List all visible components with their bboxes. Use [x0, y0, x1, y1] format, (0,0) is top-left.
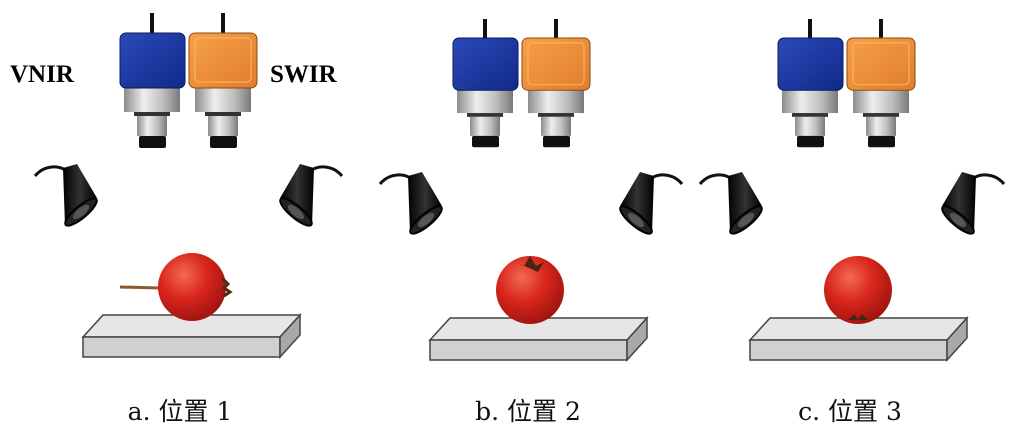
apple-calyx [848, 314, 868, 320]
lamp-right [937, 170, 1006, 239]
panel-c: c. 位置 3 [698, 19, 1006, 426]
panel-b: b. 位置 2 [378, 19, 684, 426]
vnir-label: VNIR [10, 61, 75, 88]
platform [82, 314, 301, 358]
apple-stem [119, 285, 161, 290]
apple [824, 256, 892, 324]
lamp-left [33, 162, 102, 231]
caption-a: a. 位置 1 [128, 397, 233, 426]
apple [158, 253, 226, 321]
apple-calyx [516, 256, 544, 272]
caption-c: c. 位置 3 [798, 397, 902, 426]
camera-pair [453, 19, 590, 147]
platform [749, 317, 968, 361]
lamp-right [615, 170, 684, 239]
camera-pair [120, 13, 257, 148]
caption-b: b. 位置 2 [475, 397, 581, 426]
camera-pair [778, 19, 915, 147]
lamp-left [378, 170, 447, 239]
panel-a: VNIR SWIR a. 位置 1 [10, 13, 344, 426]
swir-label: SWIR [270, 61, 338, 88]
lamp-right [275, 162, 344, 231]
apple-calyx [220, 276, 233, 298]
platform [429, 317, 648, 361]
lamp-left [698, 170, 767, 239]
